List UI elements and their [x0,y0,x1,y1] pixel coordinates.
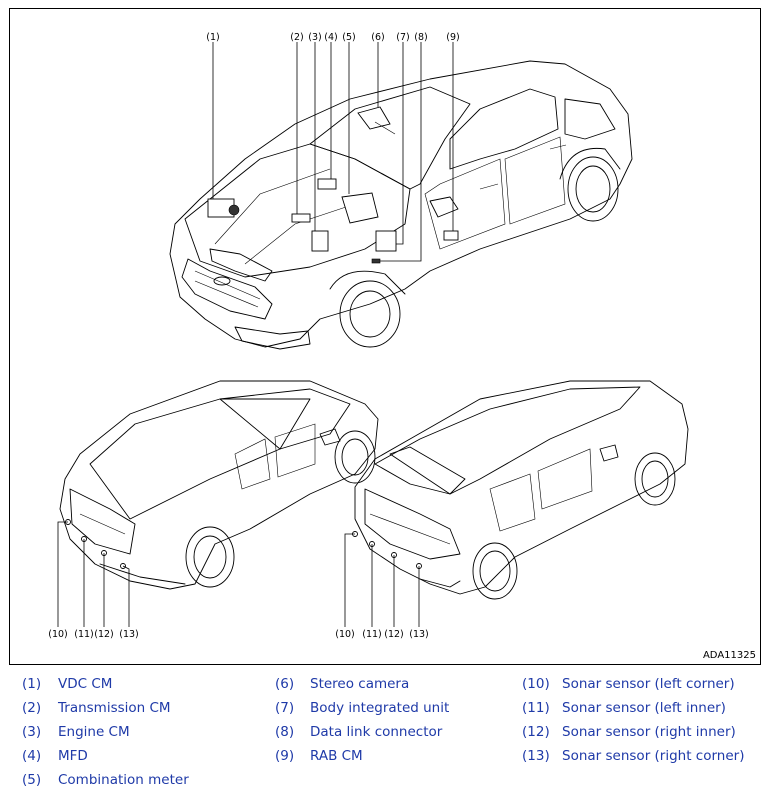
data-link-connector-part [371,258,381,264]
legend-item-11: (11) Sonar sensor (left inner) [522,700,726,716]
legend-num: (5) [22,772,42,788]
callouts-hatch: (10) (11)(12) (13) [335,629,429,640]
legend-item-10: (10) Sonar sensor (left corner) [522,676,735,692]
legend-num: (1) [22,676,42,692]
legend-label: Data link connector [310,724,443,740]
sedan-rear-view [57,380,379,627]
legend-label: RAB CM [310,748,363,764]
vehicle-illustrations: (1)(2)(3)(4)(5)(6)(7)(8)(9) (10)(11)(12)… [48,32,689,640]
legend-label: Engine CM [58,724,130,740]
top-callout-3: (3) [308,32,321,43]
callouts-top: (1) (2) (3)(4) (5) (6) (7) (8) (9) [206,32,459,43]
legend-item-1: (1) VDC CM [22,676,112,692]
top-callout-7: (7) [396,32,409,43]
callouts-sedan: (10) (11)(12) (13) [48,629,139,640]
hatch-callout-3: (12) [384,629,404,640]
sedan-callout-2: (11) [74,629,94,640]
legend-label: Sonar sensor (right corner) [562,748,745,764]
legend-item-12: (12) Sonar sensor (right inner) [522,724,736,740]
body-integrated-unit-part [375,230,397,252]
legend-num: (13) [522,748,550,764]
sedan-callout-3: (12) [94,629,114,640]
mfd-part [317,178,337,190]
legend-item-2: (2) Transmission CM [22,700,171,716]
legend-item-6: (6) Stereo camera [275,676,409,692]
legend-item-13: (13) Sonar sensor (right corner) [522,748,744,764]
legend-label: Transmission CM [58,700,171,716]
top-callout-4: (4) [324,32,337,43]
legend-num: (11) [522,700,550,716]
top-callout-5: (5) [342,32,355,43]
legend-item-7: (7) Body integrated unit [275,700,449,716]
legend-label: VDC CM [58,676,113,692]
top-callout-8: (8) [414,32,427,43]
legend-num: (12) [522,724,550,740]
vehicle-component-location-figure: (1)(2)(3)(4)(5)(6)(7)(8)(9) (10)(11)(12)… [9,8,761,665]
legend-num: (8) [275,724,295,740]
hatch-callout-4: (13) [409,629,429,640]
rab-cm-part [443,230,459,241]
sedan-callout-4: (13) [119,629,139,640]
legend-label: MFD [58,748,88,764]
legend-item-3: (3) Engine CM [22,724,130,740]
legend-label: Combination meter [58,772,189,788]
top-callout-6: (6) [371,32,384,43]
legend-item-8: (8) Data link connector [275,724,442,740]
legend-num: (6) [275,676,295,692]
legend-label: Sonar sensor (left inner) [562,700,726,716]
legend-num: (2) [22,700,42,716]
stereo-camera-part [357,106,391,130]
legend-label: Sonar sensor (left corner) [562,676,735,692]
legend-num: (10) [522,676,550,692]
legend-label: Stereo camera [310,676,410,692]
transmission-cm-part [291,213,311,223]
hatchback-rear-view [344,380,689,627]
legend-num: (3) [22,724,42,740]
sedan-callout-1: (10) [48,629,68,640]
front-view-vehicle [169,42,633,350]
top-callout-9: (9) [446,32,459,43]
engine-cm-part [311,230,329,252]
component-legend: (1) VDC CM (2) Transmission CM (3) Engine C… [0,672,770,798]
legend-num: (7) [275,700,295,716]
legend-label: Sonar sensor (right inner) [562,724,736,740]
figure-code: ADA11325 [702,650,756,661]
legend-num: (4) [22,748,42,764]
legend-item-9: (9) RAB CM [275,748,363,764]
top-callout-1: (1) [206,32,219,43]
legend-num: (9) [275,748,295,764]
hatch-callout-2: (11) [362,629,382,640]
combination-meter-part [341,192,379,224]
legend-item-4: (4) MFD [22,748,88,764]
legend-label: Body integrated unit [310,700,450,716]
top-callout-2: (2) [290,32,303,43]
legend-item-5: (5) Combination meter [22,772,189,788]
hatch-callout-1: (10) [335,629,355,640]
